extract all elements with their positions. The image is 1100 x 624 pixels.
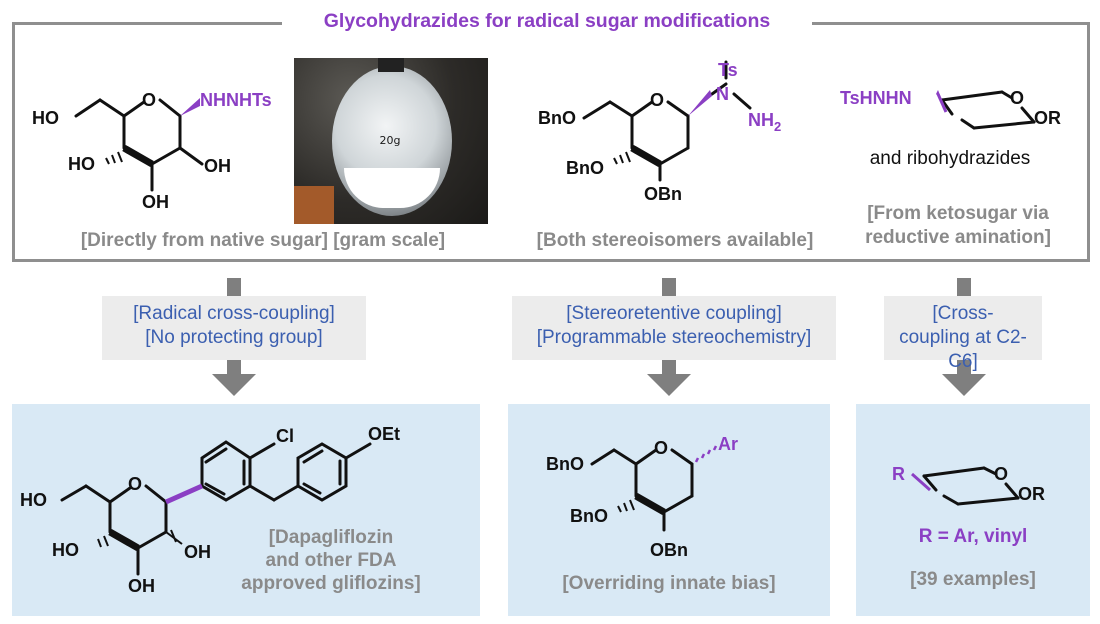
ribo-note-line1: [From ketosugar via (867, 203, 1049, 224)
gram-scale-flask-photo: 20g (294, 58, 488, 224)
ribohydrazide-chair-structure: TsHNHN O OR (840, 88, 1061, 130)
chair-ring-o-label: O (994, 464, 1008, 484)
native-nhnhts-label: NHNHTs (200, 90, 272, 110)
dapagliflozin-note-line1: [Dapagliflozin (268, 527, 394, 548)
aryl-ar-label: Ar (718, 434, 738, 454)
deoxy-sugar-hydrazide-structure: BnO O Ts N NH2 BnO OBn (538, 60, 781, 204)
dapagliflozin-note: [Dapagliflozin and other FDA approved gl… (206, 526, 456, 595)
native-ring-o-label: O (142, 90, 156, 110)
c-aryl-glycoside-structure: BnO O Ar BnO OBn (546, 434, 738, 560)
flask-label: 20g (379, 134, 401, 147)
deoxy-bno-left-label: BnO (566, 158, 604, 178)
chair-r-label: R (892, 464, 905, 484)
ribo-tshnhn-label: TsHNHN (840, 88, 912, 108)
overriding-bias-note: [Overriding innate bias] (562, 573, 776, 594)
background-object (294, 186, 334, 224)
middle-arrow-head (647, 374, 691, 396)
deoxy-ts-label: Ts (718, 60, 738, 80)
dapa-oh-right-label: OH (184, 542, 211, 562)
dapa-oh-bottom-label: OH (128, 576, 155, 596)
middle-arrow-top-stem (662, 278, 676, 296)
deoxy-bno-ch2-label: BnO (538, 108, 576, 128)
dapagliflozin-structure: HO O Cl OEt HO OH OH (20, 424, 400, 596)
examples-count-note: [39 examples] (910, 569, 1036, 590)
middle-condition-line2: [Programmable stereochemistry] (536, 327, 812, 348)
right-condition-line2: coupling at C2- (899, 327, 1027, 348)
middle-condition-line1: [Stereoretentive coupling] (566, 303, 782, 324)
dapagliflozin-note-line2: and other FDA (265, 550, 397, 571)
deoxy-sugar-note: [Both stereoisomers available] (536, 230, 814, 251)
right-product-panel (856, 404, 1090, 616)
native-oh-bottom-label: OH (142, 192, 169, 212)
aryl-obn-bottom-label: OBn (650, 540, 688, 560)
dapa-ho-ch2-label: HO (20, 490, 47, 510)
right-condition-line3: C6] (948, 351, 978, 372)
native-ho-left-label: HO (68, 154, 95, 174)
left-arrow-top-stem (227, 278, 241, 296)
deoxy-ring-o-label: O (650, 90, 664, 110)
left-arrow-head (212, 374, 256, 396)
dapa-oet-label: OEt (368, 424, 400, 444)
figure-title: Glycohydrazides for radical sugar modifi… (282, 8, 812, 34)
middle-arrow-bottom-stem (662, 360, 676, 374)
right-condition-box (884, 296, 1042, 360)
native-sugar-hydrazide-structure: HO O NHNHTs HO OH OH (32, 90, 272, 212)
deoxy-obn-bottom-label: OBn (644, 184, 682, 204)
native-oh-right-label: OH (204, 156, 231, 176)
c-glycoside-chair-structure: R O OR (892, 464, 1045, 506)
ribo-ring-o-label: O (1010, 88, 1024, 108)
dapagliflozin-note-line3: approved gliflozins] (241, 573, 421, 594)
dapa-ring-o-label: O (128, 474, 142, 494)
flask-neck (378, 58, 404, 72)
deoxy-n-label: N (716, 84, 729, 104)
dapa-cl-label: Cl (276, 426, 294, 446)
right-condition-text: [Cross- coupling at C2- C6] (884, 302, 1042, 374)
chair-or-label: OR (1018, 484, 1045, 504)
native-ho-ch2-label: HO (32, 108, 59, 128)
ribo-or-label: OR (1034, 108, 1061, 128)
deoxy-nh2-label: NH2 (748, 110, 781, 134)
aryl-bno-ch2-label: BnO (546, 454, 584, 474)
middle-condition-box: [Stereoretentive coupling] [Programmable… (512, 296, 836, 360)
right-arrow-head (942, 374, 986, 396)
aryl-ring-o-label: O (654, 438, 668, 458)
dapa-ho-left-label: HO (52, 540, 79, 560)
left-condition-line2: [No protecting group] (145, 327, 323, 348)
ribo-note-line2: reductive amination] (865, 227, 1051, 248)
right-arrow-top-stem (957, 278, 971, 296)
left-condition-box: [Radical cross-coupling] [No protecting … (102, 296, 366, 360)
left-arrow-bottom-stem (227, 360, 241, 374)
left-product-panel (12, 404, 480, 616)
right-condition-line1: [Cross- (932, 303, 994, 324)
aryl-bno-left-label: BnO (570, 506, 608, 526)
r-definition: R = Ar, vinyl (918, 526, 1028, 547)
ribohydrazides-caption: and ribohydrazides (869, 148, 1031, 169)
left-condition-line1: [Radical cross-coupling] (133, 303, 335, 324)
native-sugar-note: [Directly from native sugar] [gram scale… (80, 230, 446, 251)
right-arrow-bottom-stem (957, 360, 971, 374)
